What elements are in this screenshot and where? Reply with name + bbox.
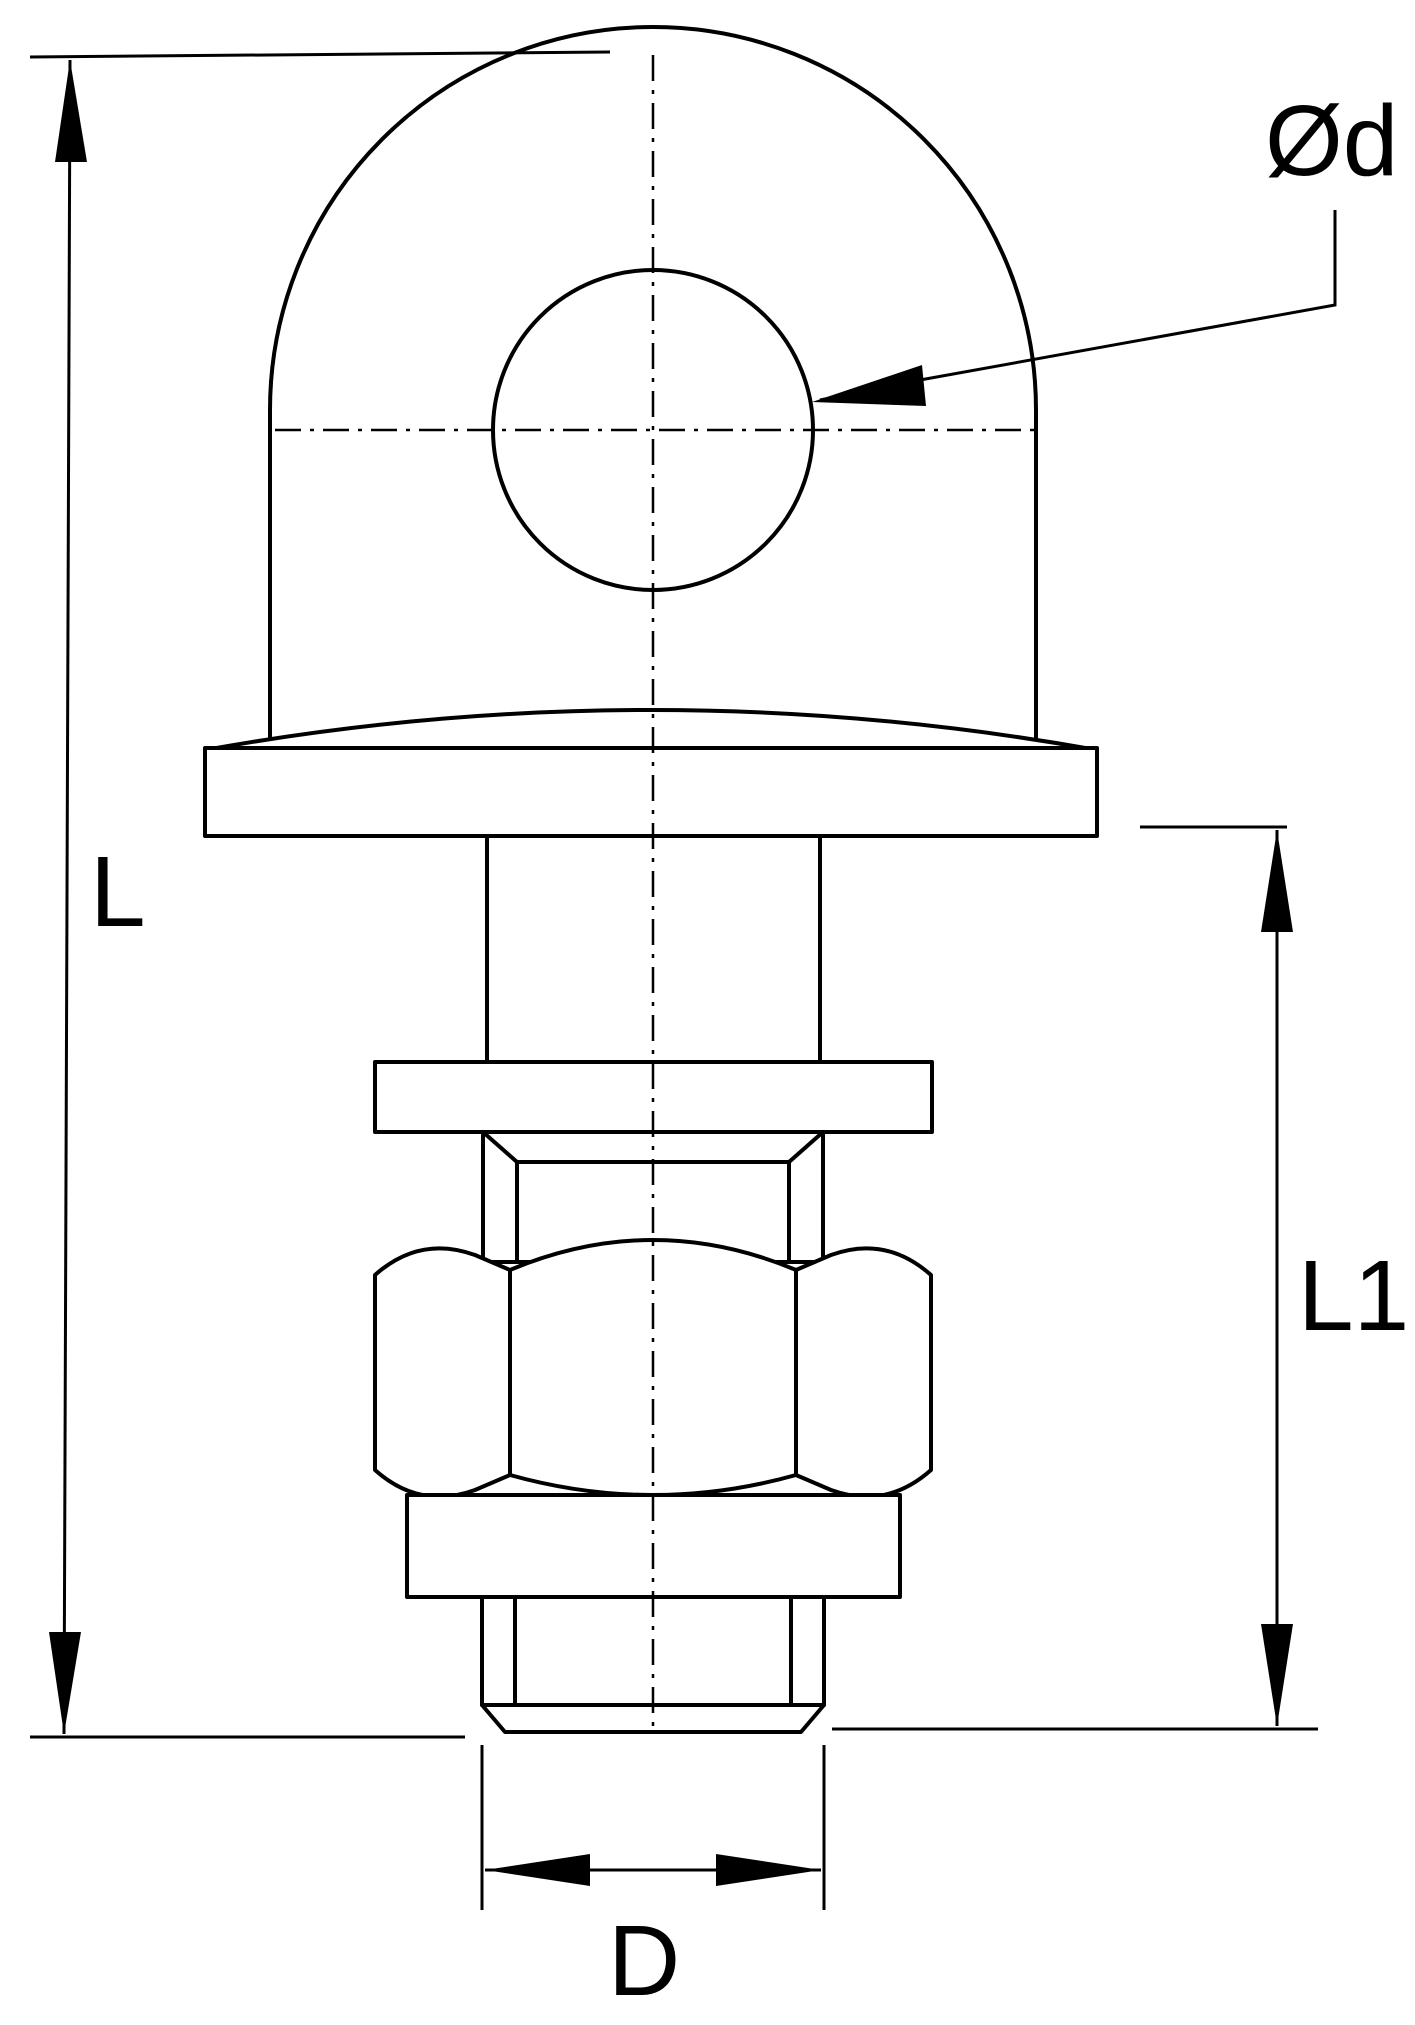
flange xyxy=(203,746,1099,838)
label-diameter-d: Ød xyxy=(1265,85,1398,197)
dim-L-arrow-top xyxy=(55,60,87,162)
label-D: D xyxy=(608,1905,680,2017)
dim-L1-arrow-bottom xyxy=(1261,1624,1293,1726)
dim-D-arrow-left xyxy=(485,1854,590,1886)
head-base-curve xyxy=(203,708,1099,752)
dim-d-arrow xyxy=(812,365,926,406)
dim-L-ext-top xyxy=(29,50,611,59)
dim-D-arrow-right xyxy=(716,1854,821,1886)
dim-L1-arrow-top xyxy=(1261,830,1293,932)
label-L1: L1 xyxy=(1298,1240,1409,1352)
dim-L-line xyxy=(62,59,72,1735)
dim-L-arrow-bottom xyxy=(49,1632,81,1734)
label-L: L xyxy=(90,836,146,948)
